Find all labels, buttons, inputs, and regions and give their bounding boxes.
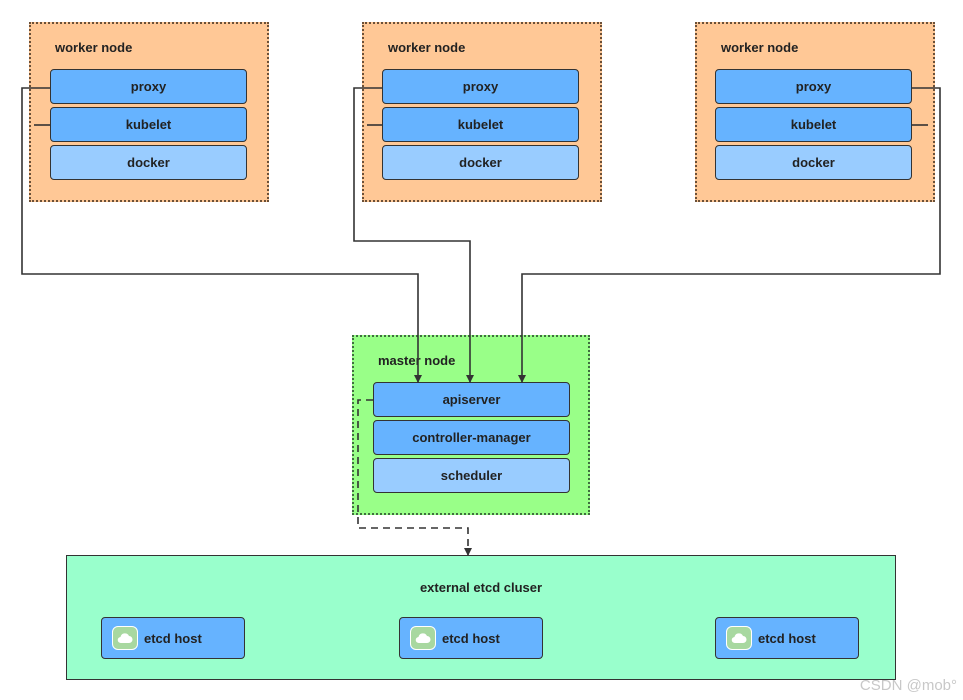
- etcd-cluster: external etcd cluser etcd host etcd host…: [66, 555, 896, 680]
- kubelet-component[interactable]: kubelet: [715, 107, 912, 142]
- watermark: CSDN @mob°: [859, 677, 957, 694]
- proxy-component[interactable]: proxy: [50, 69, 247, 104]
- docker-component[interactable]: docker: [715, 145, 912, 180]
- proxy-component[interactable]: proxy: [715, 69, 912, 104]
- etcd-host-3[interactable]: etcd host: [715, 617, 859, 659]
- controller-manager-component[interactable]: controller-manager: [373, 420, 570, 455]
- kubelet-component[interactable]: kubelet: [382, 107, 579, 142]
- worker-node-title: worker node: [55, 40, 133, 55]
- worker-node-title: worker node: [721, 40, 799, 55]
- etcd-host-1[interactable]: etcd host: [101, 617, 245, 659]
- docker-component[interactable]: docker: [50, 145, 247, 180]
- worker-node-title: worker node: [388, 40, 466, 55]
- etcd-cluster-title: external etcd cluser: [419, 580, 543, 595]
- etcd-host-label: etcd host: [442, 630, 500, 646]
- etcd-cloud-icon: [410, 626, 436, 650]
- scheduler-component[interactable]: scheduler: [373, 458, 570, 493]
- etcd-host-2[interactable]: etcd host: [399, 617, 543, 659]
- proxy-component[interactable]: proxy: [382, 69, 579, 104]
- docker-component[interactable]: docker: [382, 145, 579, 180]
- etcd-host-label: etcd host: [144, 630, 202, 646]
- kubelet-component[interactable]: kubelet: [50, 107, 247, 142]
- etcd-host-label: etcd host: [758, 630, 816, 646]
- etcd-cloud-icon: [726, 626, 752, 650]
- apiserver-component[interactable]: apiserver: [373, 382, 570, 417]
- master-node-title: master node: [378, 353, 456, 368]
- etcd-cloud-icon: [112, 626, 138, 650]
